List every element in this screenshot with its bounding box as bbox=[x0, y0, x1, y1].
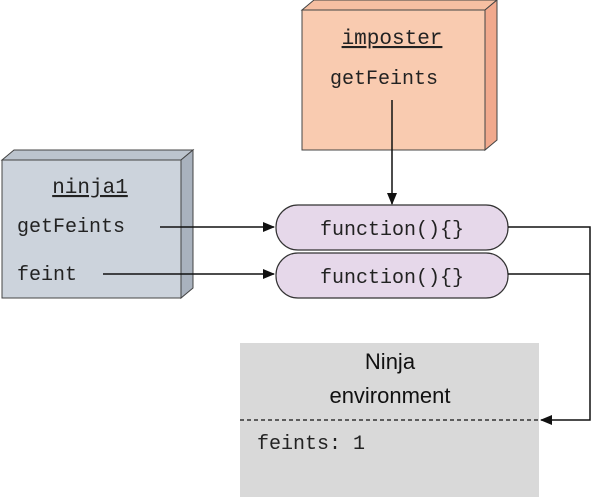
function-pill-1: function(){} bbox=[275, 204, 509, 251]
ninja1-object: ninja1 getFeints feint bbox=[0, 148, 195, 300]
imposter-box-front bbox=[301, 9, 486, 151]
environment-variable: feints: 1 bbox=[257, 433, 365, 456]
ninja1-feint-label: feint bbox=[17, 264, 77, 287]
function-pill-1-label: function(){} bbox=[320, 219, 464, 242]
imposter-title: imposter bbox=[342, 28, 443, 51]
imposter-object: imposter getFeints bbox=[300, 0, 498, 152]
function-pill-2-shape bbox=[275, 252, 509, 299]
connector-function1-environment bbox=[508, 226, 591, 425]
function-pill-2: function(){} bbox=[275, 252, 509, 299]
ninja1-box-front bbox=[1, 159, 182, 299]
function-pill-2-label: function(){} bbox=[320, 267, 464, 290]
imposter-getfeints-label: getFeints bbox=[330, 68, 438, 91]
ninja1-title: ninja1 bbox=[52, 177, 128, 200]
ninja1-box-side bbox=[180, 148, 194, 300]
ninja-environment: Ninja environment feints: 1 bbox=[240, 343, 539, 497]
environment-title-line2: environment bbox=[329, 383, 450, 408]
imposter-box-top bbox=[300, 0, 498, 11]
imposter-box-side bbox=[484, 0, 498, 152]
ninja1-getfeints-label: getFeints bbox=[17, 216, 125, 239]
environment-title-line1: Ninja bbox=[365, 349, 416, 374]
ninja1-box-top bbox=[0, 149, 195, 161]
